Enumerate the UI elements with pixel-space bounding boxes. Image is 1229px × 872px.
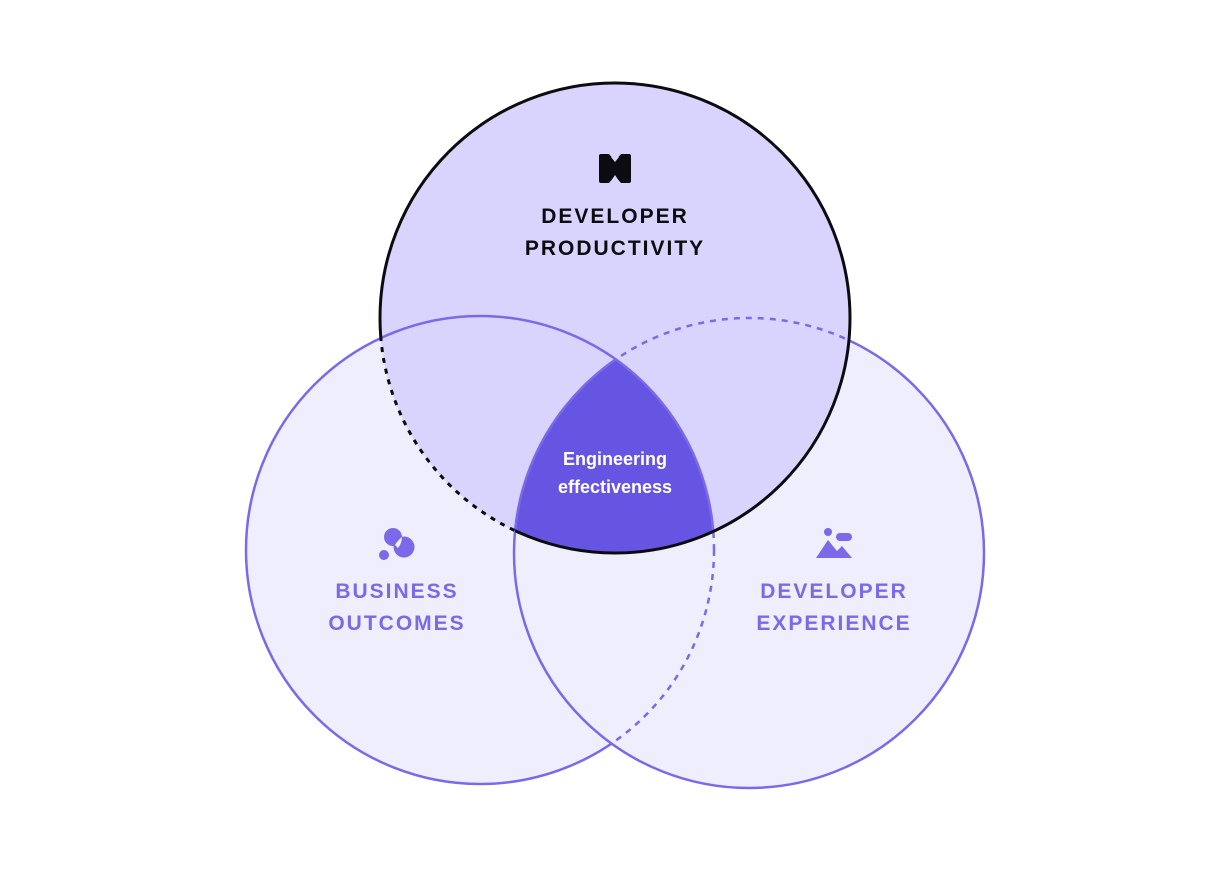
developer-productivity-label: DEVELOPER PRODUCTIVITY [524, 205, 706, 260]
developer-experience-label: DEVELOPER EXPERIENCE [756, 580, 912, 635]
mountain-landscape-icon [816, 528, 852, 558]
developer-productivity-circle [380, 83, 850, 553]
right-circle-dashed-outline [512, 316, 986, 790]
hourglass-logo-icon [599, 154, 631, 183]
engineering-effectiveness-label: Engineering effectiveness [557, 449, 673, 497]
business-outcomes-label: BUSINESS OUTCOMES [328, 580, 466, 635]
left-circle-dashed-outline [244, 314, 716, 786]
top-circle-dashed-outline [378, 81, 852, 555]
engineering-effectiveness-region [514, 318, 714, 553]
